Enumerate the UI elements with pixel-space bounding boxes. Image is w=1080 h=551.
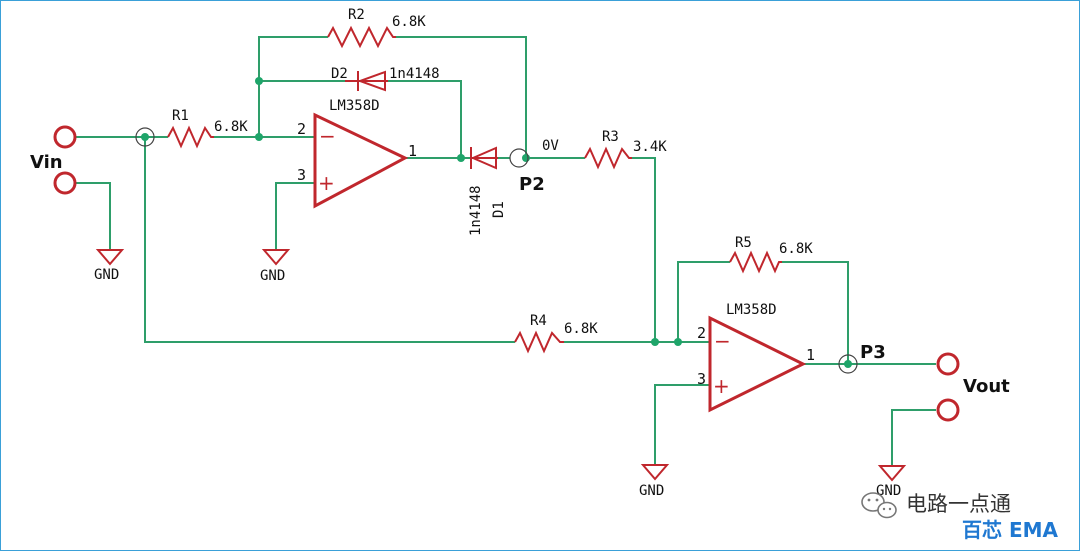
vin-label: Vin [30,152,63,173]
vin-terminal-bottom [53,171,77,195]
junction-node [522,154,530,162]
wire-vout-gnd [891,409,936,466]
resistor-r3 [584,146,632,170]
wire-r2-right [396,36,527,158]
wire-u2-gnd [654,384,710,465]
terminals [53,125,960,422]
p2-voltage-label: 0V [542,138,559,154]
labels: R1 6.8K R2 6.8K D2 1n4148 R3 3.4K R4 6.8… [30,7,1010,499]
probe-markers [135,127,858,374]
probe-p2 [509,148,529,168]
resistor-r1 [167,125,214,149]
d1-value-label: 1n4148 [468,185,484,236]
gnd-symbol-u1 [261,249,291,266]
diode-d1 [470,146,498,170]
r1-ref-label: R1 [172,108,189,124]
opamp-u1-pin-noninv: 3 [297,166,306,184]
wire-d2-right [388,80,462,158]
opamp-u1-minus: − [319,124,336,148]
d2-value-label: 1n4148 [389,66,440,82]
r5-value-label: 6.8K [779,241,813,257]
wechat-icon [861,492,897,519]
r2-value-label: 6.8K [392,14,426,30]
gnd-label-vout: GND [876,483,901,499]
junction-node [457,154,465,162]
d2-ref-label: D2 [331,66,348,82]
vout-terminal-bottom [936,398,960,422]
resistor-r2 [327,25,396,49]
opamp-u2-pin-noninv: 3 [697,370,706,388]
r5-ref-label: R5 [735,235,752,251]
p2-label: P2 [519,174,545,195]
r3-ref-label: R3 [602,129,619,145]
wire-r5-right [782,261,849,364]
probe-p3 [838,354,858,374]
junction-node [844,360,852,368]
vout-label: Vout [963,376,1010,397]
resistor-r5 [729,250,782,274]
wire-vin-r4 [144,137,515,343]
gnd-label-vin: GND [94,267,119,283]
opamp-u1-pin-inv: 2 [297,120,306,138]
wire-r5-left [677,261,730,342]
vout-terminal-top [936,352,960,376]
junction-node [651,338,659,346]
junction-node [141,133,149,141]
wire-r3-down [632,157,656,342]
diodes [345,70,498,170]
r4-value-label: 6.8K [564,321,598,337]
opamp-u1-body [313,112,409,209]
junction-node [255,77,263,85]
r3-value-label: 3.4K [633,139,667,155]
gnd-symbol-vout [877,465,907,482]
opamp-u2-plus: + [713,374,730,398]
opamp-u2: − + 2 3 1 LM358D [697,302,815,413]
opamp-u1-plus: + [318,171,335,195]
opamp-u1: − + 2 3 1 LM358D [297,98,417,209]
r1-value-label: 6.8K [214,119,248,135]
opamp-u2-pin-inv: 2 [697,324,706,342]
gnd-symbol-u2 [640,464,670,481]
ground-symbols [95,249,907,482]
r4-ref-label: R4 [530,313,547,329]
opamp-u2-minus: − [714,329,731,353]
junction-node [255,133,263,141]
junction-node [674,338,682,346]
opamp-u2-pin-out: 1 [806,346,815,364]
wire-u1-gnd [275,182,315,250]
resistors [167,25,782,354]
wire-vin-gnd [76,182,111,250]
gnd-symbol-vin [95,249,125,266]
watermark-line2: 百芯 EMA [962,518,1059,542]
opamp-u2-ref: LM358D [726,302,777,318]
opamp-u1-pin-out: 1 [408,142,417,160]
p3-label: P3 [860,342,886,363]
d1-ref-label: D1 [491,201,507,218]
diode-d2 [345,70,388,92]
r2-ref-label: R2 [348,7,365,23]
probe-vin-node [135,127,155,147]
opamp-u2-body [708,315,807,413]
watermark: 电路一点通 百芯 EMA [861,492,1059,542]
wire-r2-left [258,36,328,137]
vin-terminal-top [53,125,77,149]
junctions [141,77,852,368]
opamp-u1-ref: LM358D [329,98,380,114]
resistor-r4 [514,330,564,354]
watermark-line1: 电路一点通 [906,492,1011,516]
gnd-label-u1: GND [260,268,285,284]
gnd-label-u2: GND [639,483,664,499]
